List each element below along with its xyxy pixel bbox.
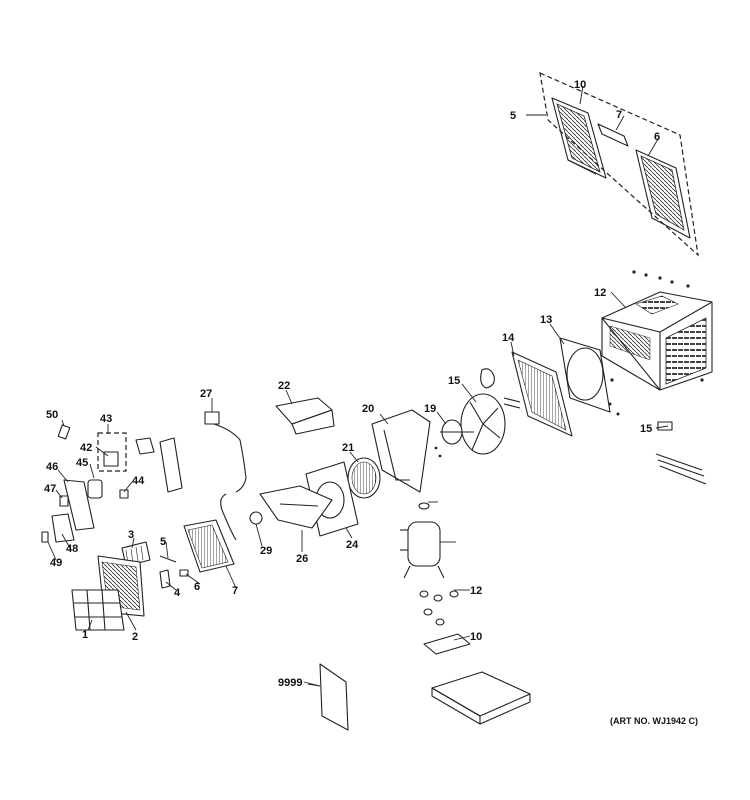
part-48-control-panel xyxy=(51,513,75,543)
callout-34: 22 xyxy=(278,380,290,392)
part-29-fan-blade xyxy=(460,368,506,455)
part-34-top-cover xyxy=(275,397,335,435)
callout-33: 21 xyxy=(342,442,354,454)
part-27-condenser xyxy=(503,351,573,437)
part-14-grommet xyxy=(418,502,430,510)
callout-22: 10 xyxy=(574,79,586,91)
part-46-bracket xyxy=(63,479,95,531)
art-number: (ART NO. WJ1942 C) xyxy=(610,716,698,726)
part-6-sensor xyxy=(179,569,189,577)
callout-45: 45 xyxy=(76,457,88,469)
callout-49: 49 xyxy=(50,557,62,569)
part-38-thermostat xyxy=(220,493,263,541)
part-50-knob xyxy=(57,424,71,440)
callout-27: 14 xyxy=(502,332,515,344)
callout-21: 7 xyxy=(616,109,622,121)
part-9999-manual xyxy=(307,663,349,731)
part-7-evaporator-coil xyxy=(183,519,235,573)
callout-47: 47 xyxy=(44,483,56,495)
part-36-bracket xyxy=(259,485,333,529)
part-base-pan xyxy=(431,671,531,725)
part-13-compressor xyxy=(400,521,445,579)
screws-24 xyxy=(610,270,704,382)
callout-19: 5 xyxy=(510,110,516,122)
callout-32: 20 xyxy=(362,403,374,415)
callout-43: 43 xyxy=(100,413,112,425)
callout-35: 24 xyxy=(346,539,359,551)
callout-36: 26 xyxy=(296,553,308,565)
callout-5: 5 xyxy=(160,536,166,548)
callout-4: 4 xyxy=(174,587,181,599)
part-37-harness xyxy=(204,411,247,493)
part-43-control-box xyxy=(97,432,127,472)
part-24-cabinet xyxy=(601,291,713,391)
callout-38: 29 xyxy=(260,545,272,557)
callout-42: 42 xyxy=(80,442,92,454)
leader-lines xyxy=(47,85,669,687)
callout-6: 6 xyxy=(194,581,200,593)
callout-24: 12 xyxy=(594,287,606,299)
callout-46: 46 xyxy=(46,461,58,473)
callout-48: 48 xyxy=(66,543,78,555)
part-10-bracket xyxy=(423,633,471,655)
part-12-mounts xyxy=(419,590,459,626)
callout-2: 2 xyxy=(132,631,138,643)
part-49-label xyxy=(41,531,49,543)
callout-30: 19 xyxy=(424,403,436,415)
part-display-bracket xyxy=(135,437,183,493)
callout-12: 12 xyxy=(470,585,482,597)
callout-50: 50 xyxy=(46,409,58,421)
callout-9999: 9999 xyxy=(278,677,302,689)
callout-29: 15 xyxy=(448,375,460,387)
callout-26: 13 xyxy=(540,314,552,326)
part-1-filter xyxy=(71,589,125,631)
callout-3: 3 xyxy=(128,529,134,541)
part-44-relay xyxy=(119,489,129,499)
part-33-blower-wheel xyxy=(347,457,381,499)
part-32-housing xyxy=(371,409,431,493)
part-5-clip xyxy=(159,555,177,563)
part-26-shroud xyxy=(559,337,620,416)
part-45-capacitor xyxy=(87,479,103,499)
part-15-rails xyxy=(655,421,707,485)
part-30-motor xyxy=(434,419,474,458)
callout-labels: 5 10 7 6 12 13 14 15 19 20 21 22 24 26 2… xyxy=(200,79,660,565)
part-47-knob xyxy=(59,495,69,507)
callout-20: 6 xyxy=(654,131,660,143)
callout-37: 27 xyxy=(200,388,212,400)
part-4-tab xyxy=(159,569,171,589)
callout-10: 10 xyxy=(470,631,482,643)
callout-1: 1 xyxy=(82,629,88,641)
part-19-filter-assembly xyxy=(539,71,699,257)
callout-7: 7 xyxy=(232,585,238,597)
callout-44: 44 xyxy=(132,475,145,487)
callout-15: 15 xyxy=(640,423,652,435)
